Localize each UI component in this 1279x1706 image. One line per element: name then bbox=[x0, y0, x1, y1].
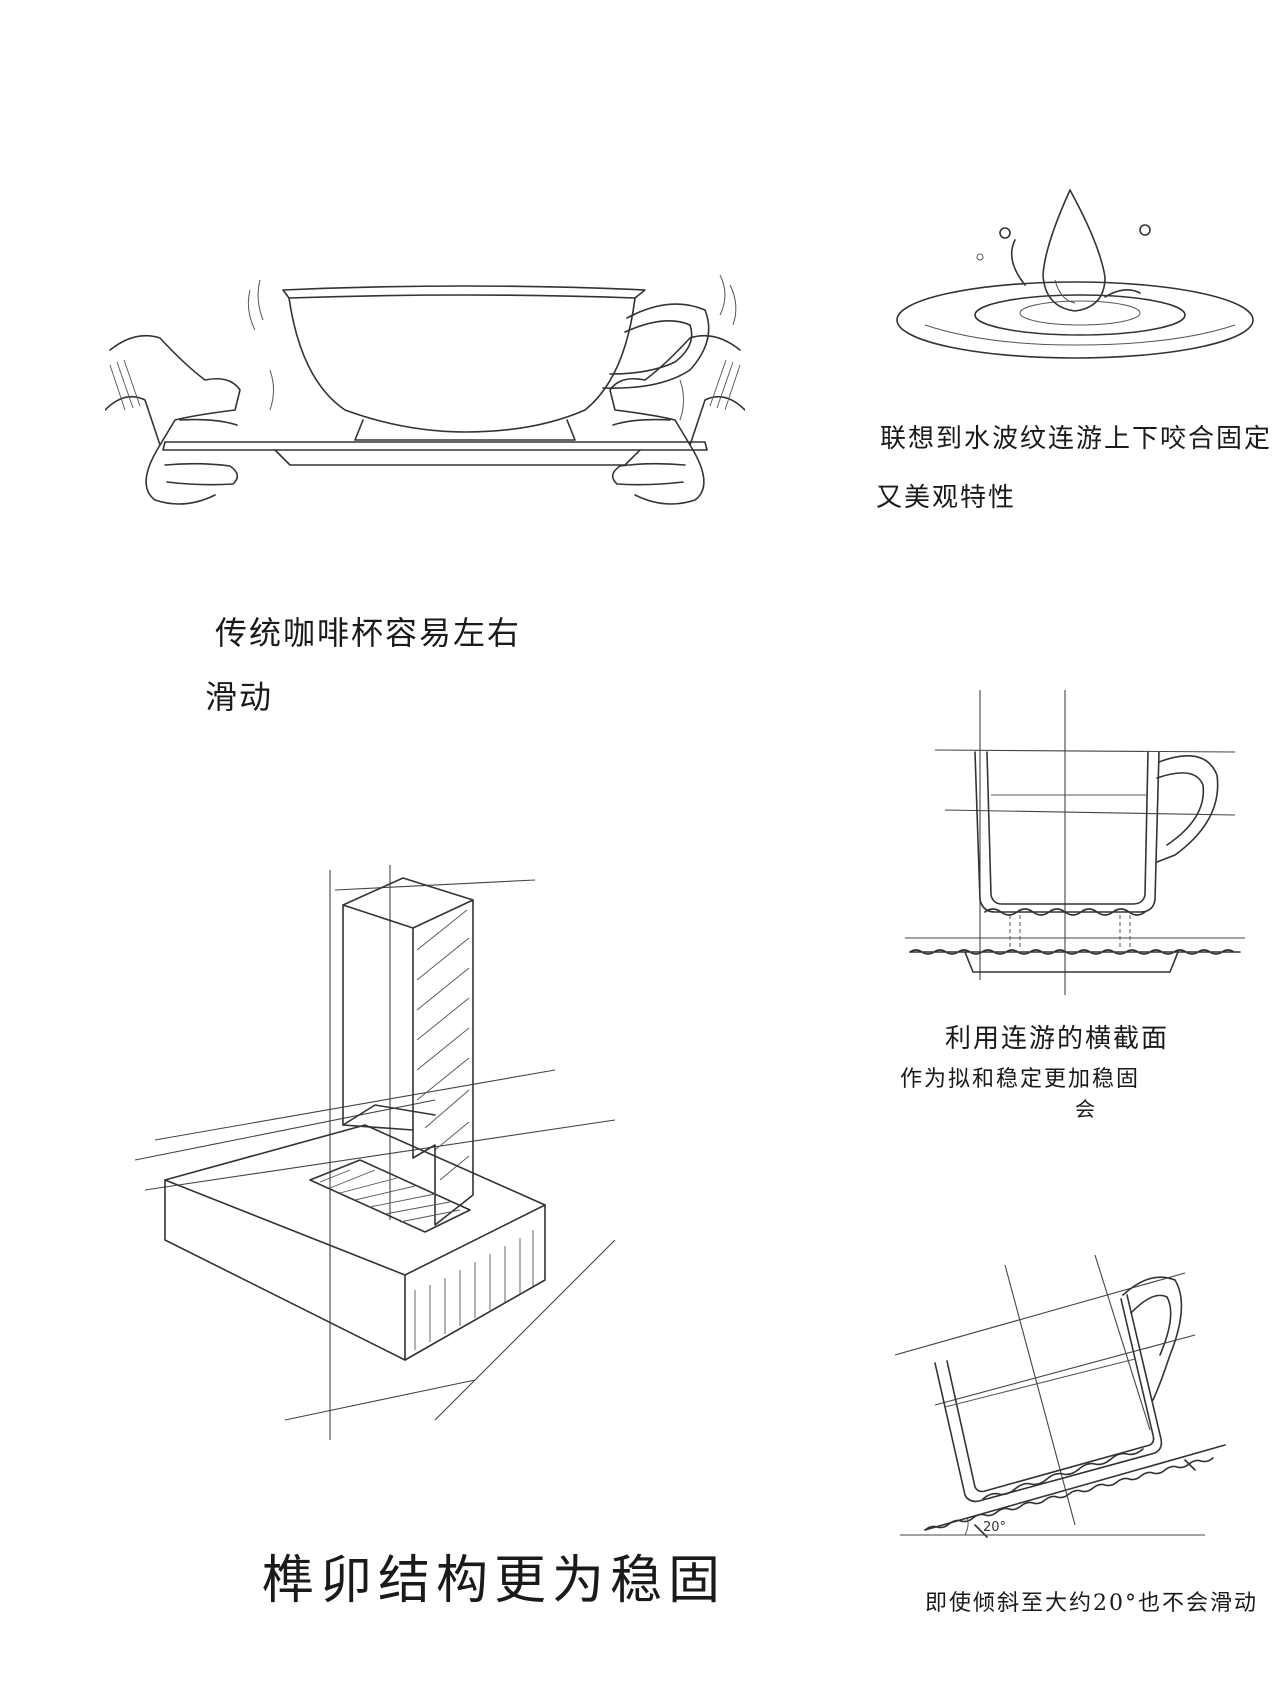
note-cup-slides-line1: 传统咖啡杯容易左右 bbox=[215, 614, 522, 652]
cup-held-sketch bbox=[105, 270, 745, 540]
angle-label: 20° bbox=[983, 1520, 1006, 1535]
note-ripple-line1: 联想到水波纹连游上下咬合固定 bbox=[880, 424, 1273, 454]
note-ripple: 联想到水波纹连游上下咬合固定 又美观特性 bbox=[876, 418, 1273, 514]
note-tilt: 即使倾斜至大约20°也不会滑动 bbox=[925, 1591, 1258, 1616]
water-drop-sketch bbox=[895, 185, 1255, 370]
note-cross-section-line2: 作为拟和稳定更加稳固 bbox=[900, 1067, 1141, 1092]
tilted-cup-sketch: 20° bbox=[895, 1255, 1235, 1555]
note-mortise: 榫卯结构更为稳固 bbox=[262, 1551, 727, 1611]
note-ripple-line2: 又美观特性 bbox=[876, 483, 1017, 513]
note-cross-section-line3: 会 bbox=[1075, 1097, 1097, 1121]
mortise-tenon-sketch bbox=[135, 860, 635, 1460]
note-cross-section: 利用连游的横截面 作为拟和稳定更加稳固 会 bbox=[900, 1018, 1170, 1122]
note-cross-section-line1: 利用连游的横截面 bbox=[945, 1024, 1170, 1054]
cup-cross-section-sketch bbox=[905, 690, 1245, 995]
note-cup-slides: 传统咖啡杯容易左右 滑动 bbox=[205, 608, 522, 718]
note-cup-slides-line2: 滑动 bbox=[205, 678, 274, 716]
